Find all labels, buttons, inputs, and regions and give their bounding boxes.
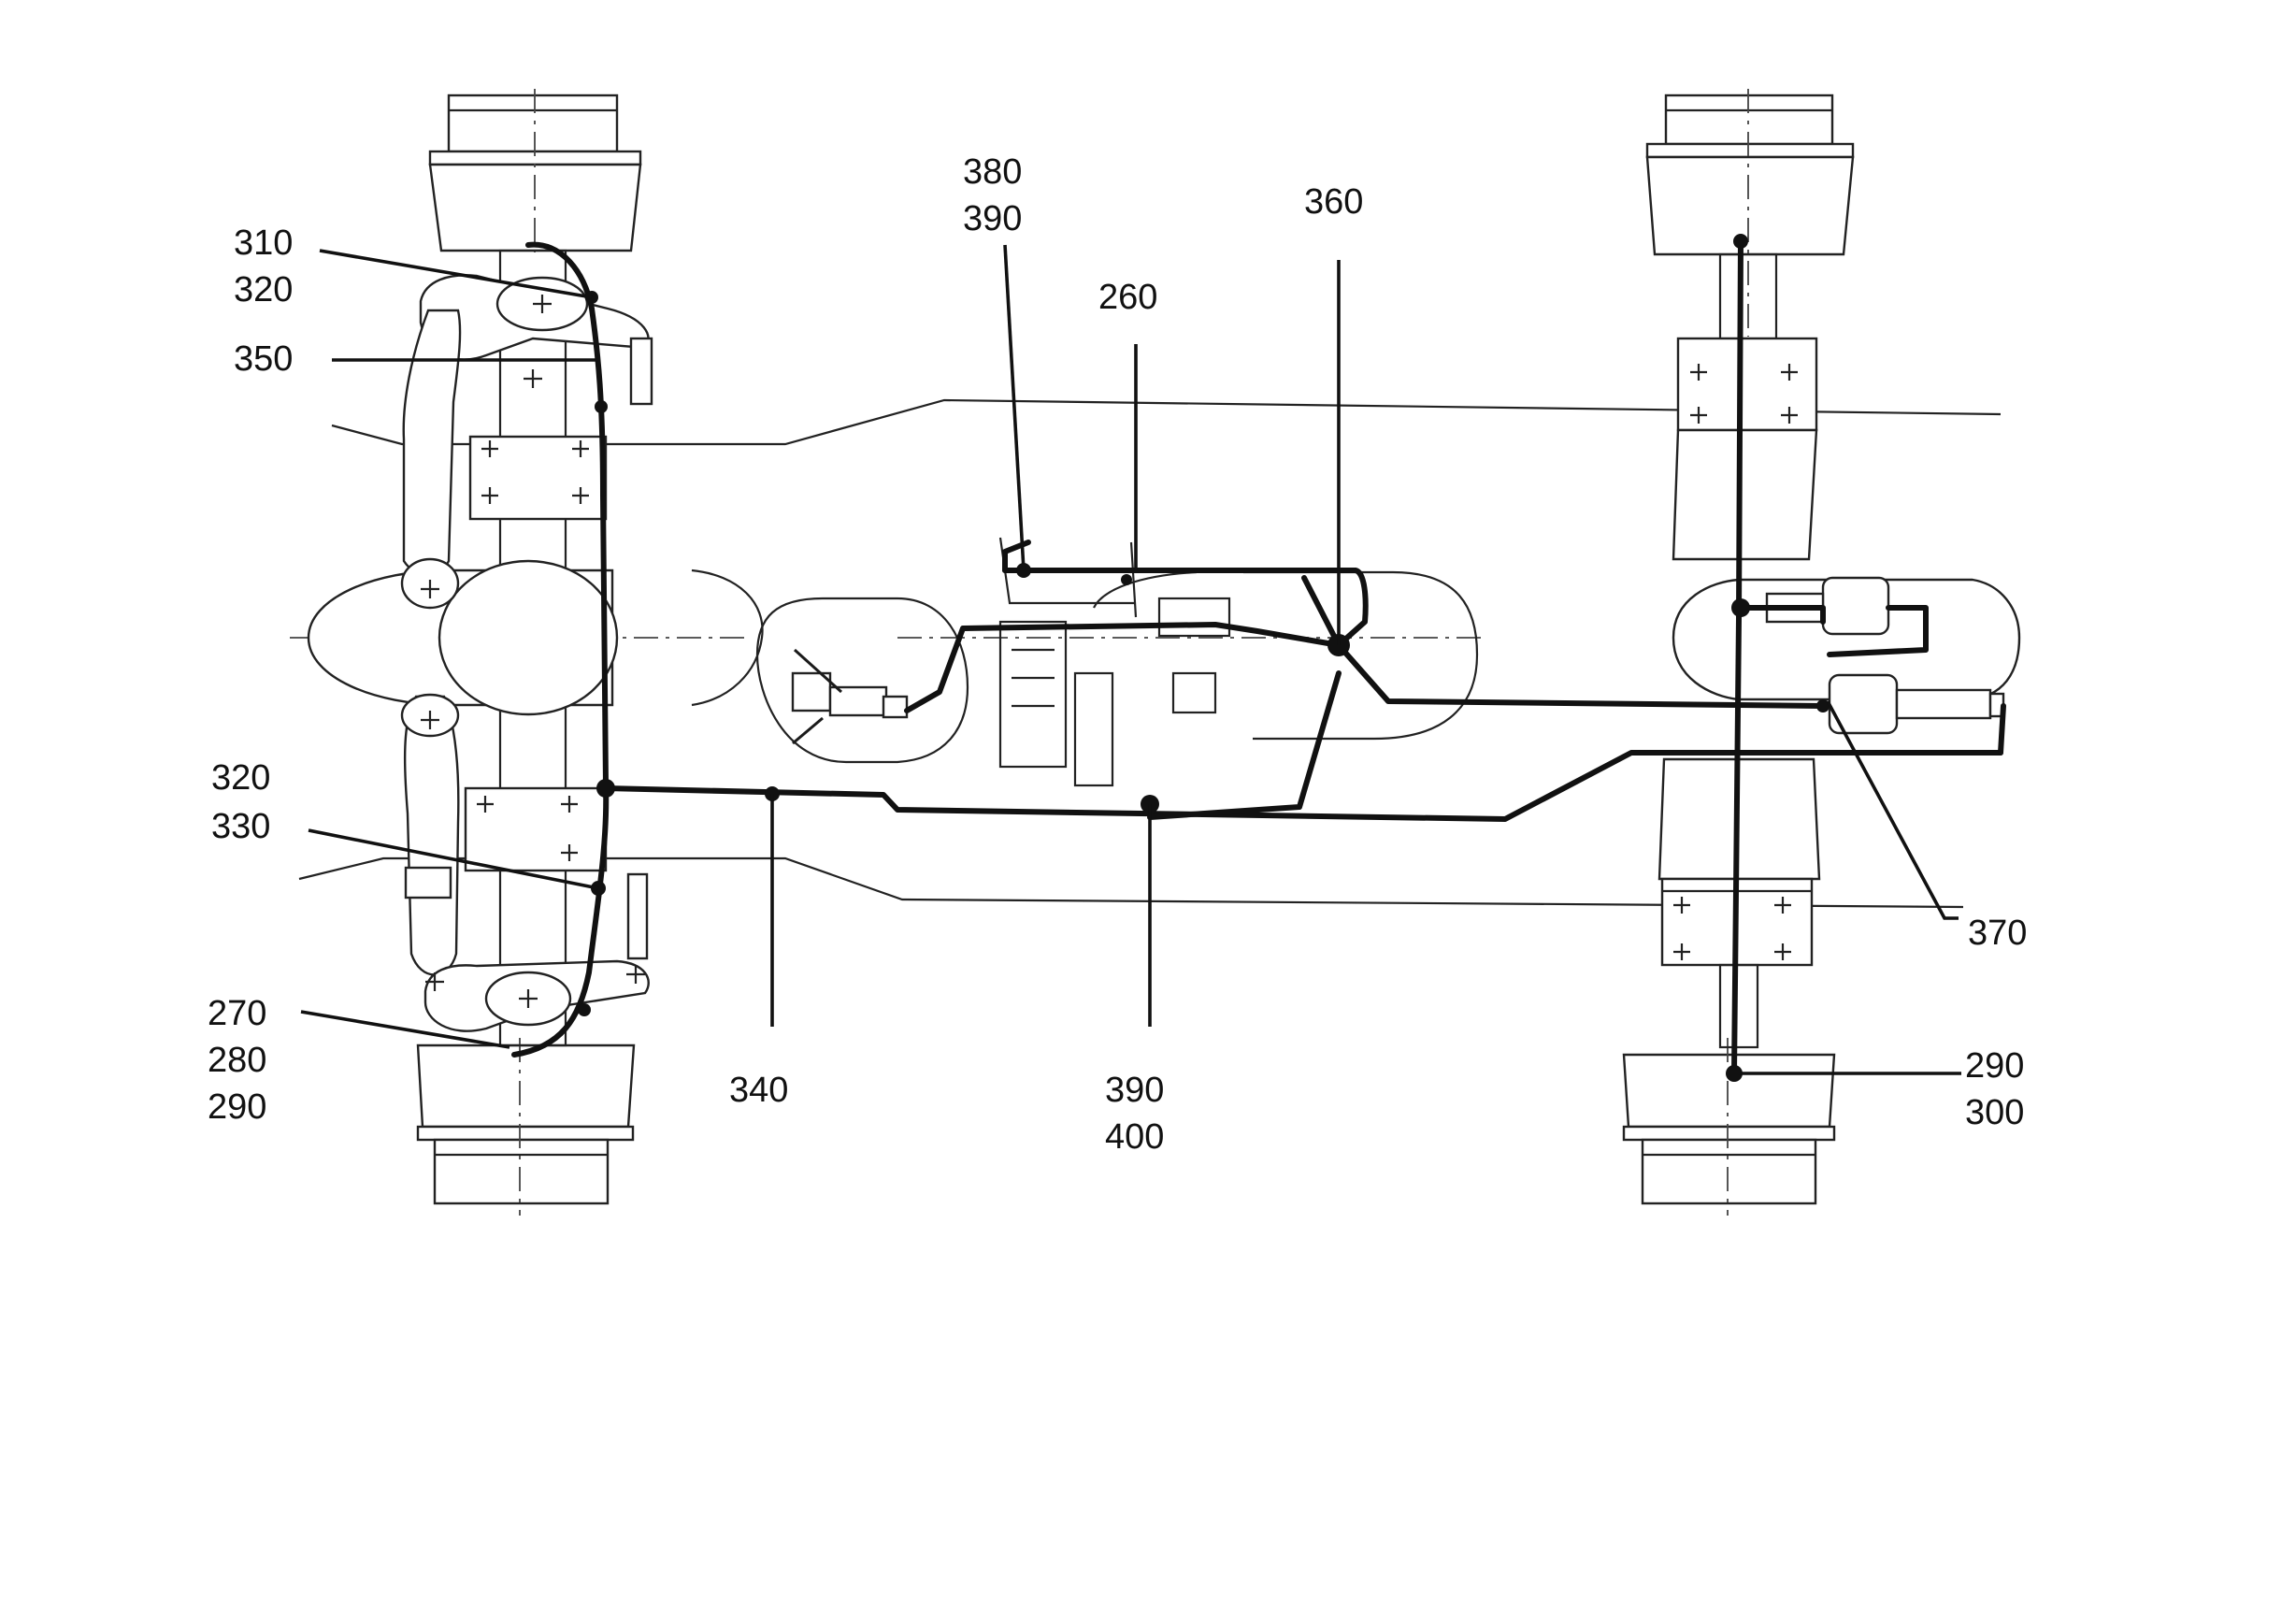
callout-390-bottom: 390 (1105, 1071, 1164, 1110)
callout-350: 350 (234, 339, 293, 379)
center-components (755, 537, 1479, 787)
leader-lines (300, 244, 1961, 1075)
rear-bottom-wheel (1622, 1038, 1836, 1216)
callout-labels: 310 320 350 320 330 270 280 290 340 380 … (208, 152, 2027, 1157)
callout-390-top: 390 (963, 199, 1022, 238)
front-bottom-wheel (416, 1038, 636, 1216)
callout-280: 280 (208, 1041, 266, 1080)
callout-320-top: 320 (234, 270, 293, 309)
front-top-wheel (428, 89, 642, 252)
callout-340: 340 (729, 1071, 788, 1110)
callout-380: 380 (963, 152, 1022, 192)
master-to-distributor-pipe (904, 622, 1342, 713)
callout-330: 330 (211, 807, 270, 846)
rear-axle-assembly (1622, 89, 2021, 1216)
callout-320-bottom: 320 (211, 758, 270, 798)
upper-feed-pipe (1002, 568, 1369, 648)
callout-290-right: 290 (1965, 1046, 2024, 1086)
callout-260: 260 (1098, 278, 1157, 317)
callout-310: 310 (234, 223, 293, 263)
regulator-feed-pipe (1147, 670, 1342, 820)
rear-top-wheel (1645, 89, 1855, 337)
callout-290-left: 290 (208, 1087, 266, 1127)
front-axle-assembly (307, 89, 764, 1216)
rear-axle-pipe (1731, 238, 1744, 1076)
brake-pipes (511, 234, 2006, 1082)
callout-400: 400 (1105, 1117, 1164, 1157)
callout-270: 270 (208, 994, 266, 1033)
callout-370: 370 (1968, 914, 2027, 953)
callout-300: 300 (1965, 1093, 2024, 1132)
callout-360: 360 (1304, 182, 1363, 222)
distributor-to-rear-pipe (1336, 642, 1826, 709)
